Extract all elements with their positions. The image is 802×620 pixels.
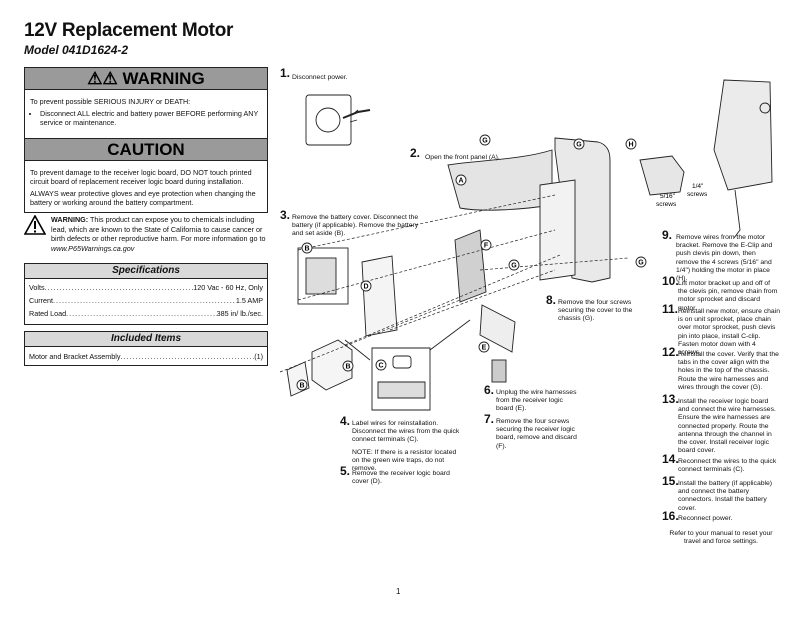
callout-g2: G bbox=[576, 142, 582, 149]
callout-d: D bbox=[363, 284, 368, 291]
prop65-warning: WARNING: This product can expose you to … bbox=[24, 215, 268, 253]
battery bbox=[311, 339, 353, 391]
callout-b3: B bbox=[299, 383, 304, 390]
motor-bracket bbox=[639, 155, 685, 196]
warning-intro: To prevent possible SERIOUS INJURY or DE… bbox=[30, 97, 191, 106]
inset-leader bbox=[344, 319, 471, 361]
callout-b2: B bbox=[345, 364, 350, 371]
prop65-text: This product can expose you to chemicals… bbox=[51, 215, 266, 243]
step-8: 8.Remove the four screws securing the co… bbox=[546, 293, 633, 323]
terminal-inset bbox=[371, 347, 431, 411]
step-1: 1.Disconnect power. bbox=[280, 66, 348, 81]
screws-label-1: screws bbox=[656, 201, 677, 208]
caution-para1: To prevent damage to the receiver logic … bbox=[30, 168, 252, 186]
prop65-link[interactable]: www.P65Warnings.ca.gov bbox=[51, 243, 135, 253]
logic-board-cover bbox=[361, 255, 398, 337]
model-number: Model 041D1624-2 bbox=[24, 43, 129, 57]
step-13: 13.Install the receiver logic board and … bbox=[662, 392, 776, 455]
caution-body: To prevent damage to the receiver logic … bbox=[25, 161, 267, 214]
included-items-box: Included Items Motor and Bracket Assembl… bbox=[24, 331, 268, 366]
warning-banner: ⚠⚠ WARNING bbox=[25, 68, 267, 90]
battery-inset bbox=[297, 247, 349, 305]
step-7: 7.Remove the four screws securing the re… bbox=[484, 412, 577, 450]
callout-h: H bbox=[628, 142, 633, 149]
warning-heading: WARNING bbox=[122, 69, 205, 88]
callout-g3: G bbox=[638, 260, 644, 267]
warning-body: To prevent possible SERIOUS INJURY or DE… bbox=[25, 90, 267, 138]
step-11: 11.Reinstall new motor, ensure chain is … bbox=[662, 302, 781, 357]
step-3: 3.Remove the battery cover. Disconnect t… bbox=[280, 208, 419, 238]
spec-row: Current ................................… bbox=[29, 296, 263, 305]
callout-a: A bbox=[458, 178, 463, 185]
step-15: 15.Install the battery (if applicable) a… bbox=[662, 474, 773, 512]
page-number: 1 bbox=[396, 587, 401, 596]
step-4: 4.Label wires for reinstallation. Discon… bbox=[340, 414, 460, 473]
footer-note: Refer to your manual to reset your trave… bbox=[669, 530, 773, 546]
step-16: 16.Reconnect power. bbox=[662, 509, 733, 523]
plug-cord bbox=[342, 109, 371, 119]
front-panel-a bbox=[447, 149, 553, 211]
specifications-box: Specifications Volts ...................… bbox=[24, 263, 268, 325]
callout-f: F bbox=[484, 243, 489, 250]
spec-row: Rated Load .............................… bbox=[29, 309, 263, 318]
outlet-plate bbox=[305, 94, 352, 146]
step-10: 10.Lift motor bracket up and off of the … bbox=[662, 274, 778, 312]
step-2: 2.Open the front panel (A). bbox=[410, 146, 500, 161]
caution-para2: ALWAYS wear protective gloves and eye pr… bbox=[30, 189, 256, 207]
battery-cover bbox=[286, 361, 310, 397]
included-items-heading: Included Items bbox=[25, 332, 267, 347]
document-title: 12V Replacement Motor bbox=[24, 20, 234, 41]
warning-triangle-icon bbox=[24, 215, 46, 235]
step-14: 14.Reconnect the wires to the quick conn… bbox=[662, 452, 777, 474]
harness-inset bbox=[479, 304, 516, 353]
plug-prongs bbox=[349, 109, 359, 123]
chassis bbox=[539, 179, 576, 281]
step-9: 9.Remove wires from the motor bracket. R… bbox=[662, 228, 773, 283]
screw-14-label: 1/4" bbox=[692, 183, 704, 190]
callout-g4: G bbox=[511, 263, 517, 270]
step-6: 6.Unplug the wire harnesses from the rec… bbox=[484, 383, 577, 413]
motor-wire bbox=[733, 189, 741, 239]
caution-banner: CAUTION bbox=[25, 138, 267, 161]
callout-c: C bbox=[378, 363, 383, 370]
included-item-row: Motor and Bracket Assembly .............… bbox=[29, 352, 263, 361]
callout-b1: B bbox=[304, 246, 309, 253]
prop65-label: WARNING: bbox=[51, 215, 89, 224]
outlet-face bbox=[315, 107, 341, 133]
logic-board bbox=[454, 229, 487, 303]
step-5: 5.Remove the receiver logic board cover … bbox=[340, 464, 450, 486]
callout-g1: G bbox=[482, 138, 488, 145]
warning-bullet: Disconnect ALL electric and battery powe… bbox=[40, 109, 262, 127]
motor-assembly bbox=[713, 79, 773, 191]
callout-e: E bbox=[482, 345, 487, 352]
spec-row: Volts ..................................… bbox=[29, 283, 263, 292]
step-12: 12.Reinstall the cover. Verify that the … bbox=[662, 345, 779, 391]
screws-label-2: screws bbox=[687, 191, 708, 198]
caution-heading: CAUTION bbox=[107, 140, 185, 159]
warning-icon: ⚠⚠ bbox=[87, 69, 118, 88]
specifications-heading: Specifications bbox=[25, 264, 267, 279]
warning-caution-box: ⚠⚠ WARNING To prevent possible SERIOUS I… bbox=[24, 67, 268, 213]
screw-516-label: 5/16" bbox=[660, 193, 676, 200]
